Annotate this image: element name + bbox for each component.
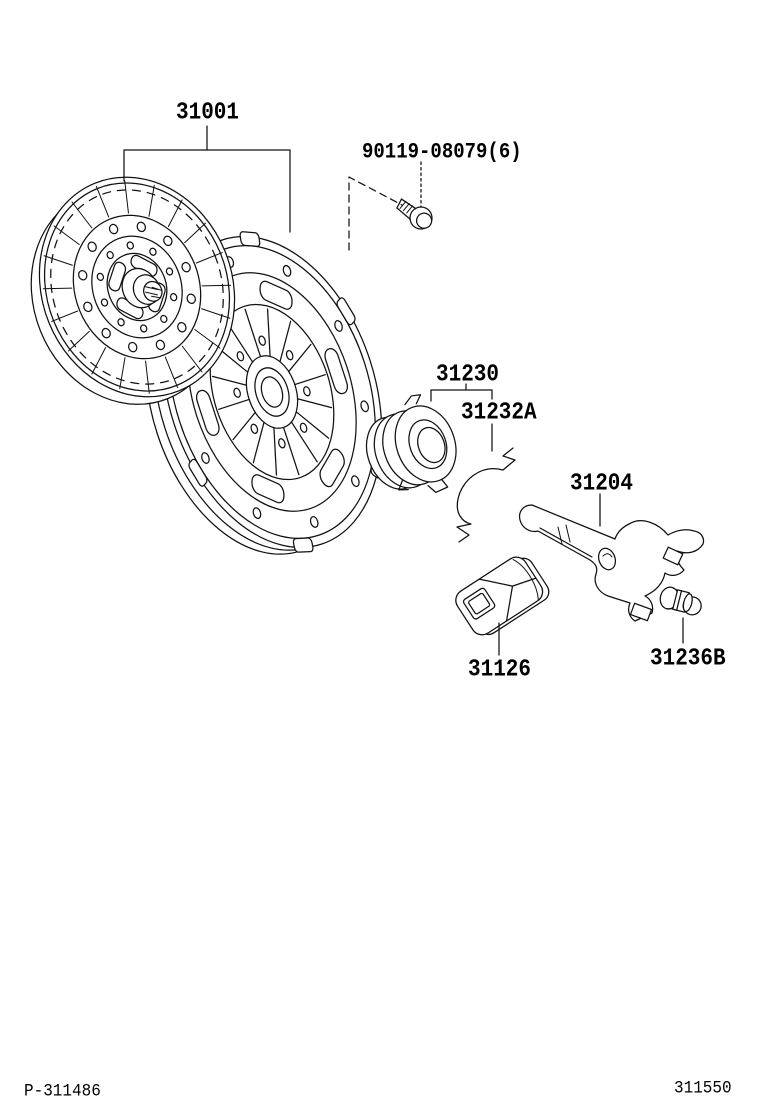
figure-code-right: 311550 <box>674 1078 732 1099</box>
cover-bolt-drawing <box>396 198 433 230</box>
release-fork-drawing <box>518 504 705 622</box>
part-label-90119-08079[interactable]: 90119-08079(6) <box>362 139 522 165</box>
release-bearing-drawing <box>365 394 457 494</box>
leader-31001 <box>123 125 291 233</box>
bearing-clip-drawing <box>456 447 516 543</box>
clutch-disc-drawing <box>30 148 268 405</box>
fork-boot-drawing <box>455 556 550 636</box>
part-label-31236b[interactable]: 31236B <box>650 645 726 673</box>
leader-lines <box>123 125 684 656</box>
part-label-31204[interactable]: 31204 <box>570 470 634 498</box>
leader-90119-dashed <box>348 176 403 251</box>
part-label-31232a[interactable]: 31232A <box>461 399 537 427</box>
pivot-bolt-drawing <box>659 586 702 616</box>
part-label-31230[interactable]: 31230 <box>436 361 500 389</box>
figure-code-left: P-311486 <box>24 1081 101 1102</box>
leader-31230 <box>430 383 493 402</box>
part-label-31126[interactable]: 31126 <box>468 656 532 684</box>
part-label-31001[interactable]: 31001 <box>176 99 240 127</box>
